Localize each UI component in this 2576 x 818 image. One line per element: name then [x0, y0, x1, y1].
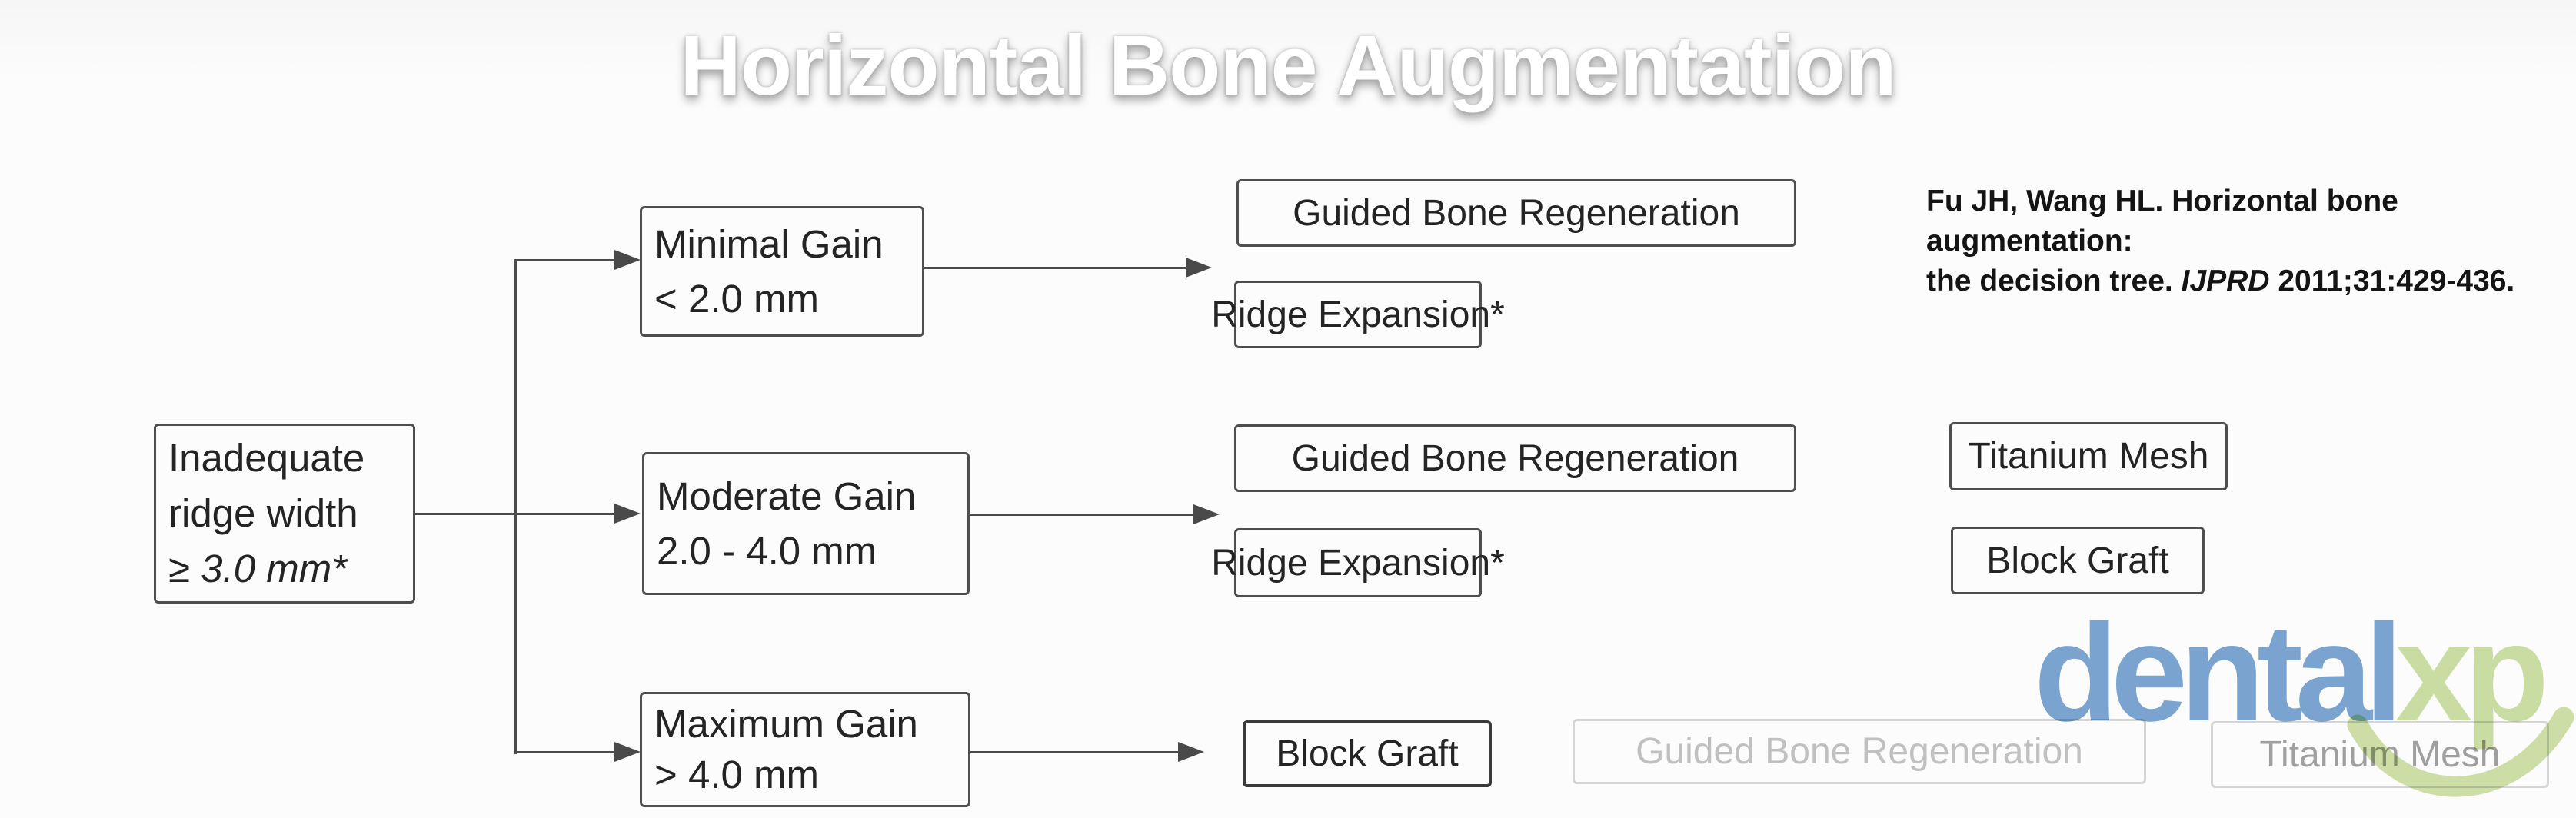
arrowhead-to-minimal-icon: [614, 250, 641, 270]
arrowhead-moderate-options-icon: [1193, 504, 1220, 524]
option-row2-titanium-mesh: Titanium Mesh: [1949, 422, 2228, 490]
node-minimal-gain: Minimal Gain < 2.0 mm: [640, 206, 924, 337]
watermark-smile-swoosh-icon: [2347, 707, 2574, 797]
root-line-2: ridge width: [168, 491, 358, 535]
connector-moderate-to-options: [970, 514, 1193, 516]
citation-line-2: the decision tree. IJPRD 2011;31:429-436…: [1926, 261, 2576, 301]
option-row2-block-graft: Block Graft: [1951, 527, 2205, 594]
option-row2-ridge-expansion: Ridge Expansion*: [1211, 528, 1505, 597]
moderate-gain-label: Moderate Gain: [657, 474, 917, 518]
citation: Fu JH, Wang HL. Horizontal bone augmenta…: [1926, 181, 2576, 301]
connector-maximum-to-options: [970, 751, 1178, 753]
option-row1-guided-bone-regeneration: Guided Bone Regeneration: [1236, 179, 1796, 247]
connector-to-maximum: [514, 751, 614, 753]
page-title: Horizontal Bone Augmentation: [680, 18, 1896, 113]
citation-line2-ref: 2011;31:429-436.: [2269, 264, 2515, 298]
arrowhead-maximum-options-icon: [1178, 742, 1204, 762]
option-row3-block-graft: Block Graft: [1243, 720, 1492, 787]
arrowhead-minimal-options-icon: [1186, 258, 1212, 278]
node-inadequate-ridge-width: Inadequate ridge width ≥ 3.0 mm*: [154, 424, 415, 604]
citation-journal-name: IJPRD: [2181, 264, 2270, 298]
dentalxp-watermark: dentalxp: [2034, 604, 2549, 743]
node-maximum-gain: Maximum Gain > 4.0 mm: [640, 692, 970, 807]
citation-line2-text: the decision tree.: [1926, 264, 2182, 298]
arrowhead-to-maximum-icon: [614, 742, 641, 762]
option-row3-guided-bone-regeneration-faded: Guided Bone Regeneration: [1573, 719, 2146, 784]
maximum-gain-range: > 4.0 mm: [654, 753, 819, 796]
root-line-3: ≥ 3.0 mm*: [168, 547, 348, 590]
option-row1-ridge-expansion: Ridge Expansion*: [1211, 281, 1505, 348]
arrowhead-to-moderate-icon: [614, 504, 641, 524]
minimal-gain-range: < 2.0 mm: [654, 277, 819, 321]
minimal-gain-label: Minimal Gain: [654, 222, 884, 266]
node-moderate-gain: Moderate Gain 2.0 - 4.0 mm: [642, 452, 970, 595]
option-row2-guided-bone-regeneration: Guided Bone Regeneration: [1234, 424, 1796, 492]
connector-minimal-to-options: [924, 267, 1186, 269]
connector-trunk: [514, 260, 517, 754]
connector-root-to-moderate: [415, 513, 614, 515]
root-line-1: Inadequate: [168, 436, 365, 480]
maximum-gain-label: Maximum Gain: [654, 702, 918, 746]
watermark-dental-text: dental: [2034, 596, 2403, 750]
moderate-gain-range: 2.0 - 4.0 mm: [657, 529, 877, 573]
watermark-xp-text: xp: [2395, 596, 2549, 750]
citation-line-1: Fu JH, Wang HL. Horizontal bone augmenta…: [1926, 185, 2398, 258]
connector-to-minimal: [514, 259, 614, 261]
